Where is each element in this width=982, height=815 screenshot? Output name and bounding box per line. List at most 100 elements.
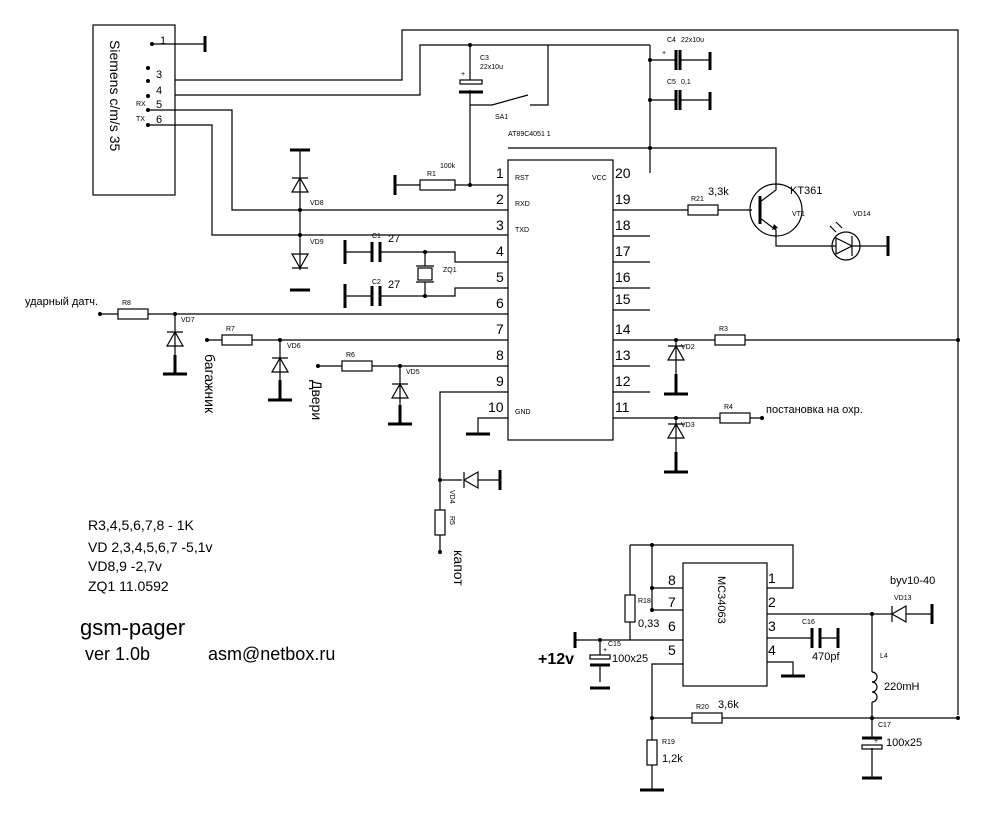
vin-label: +12v — [538, 651, 574, 668]
r20-label: R20 — [696, 704, 709, 711]
r1-value: 100k — [440, 163, 456, 170]
mcu-gnd: GND — [515, 409, 531, 416]
c2-value: 27 — [388, 279, 400, 291]
project-email: asm@netbox.ru — [208, 644, 335, 664]
psu-pin-3: 3 — [768, 618, 776, 634]
mcu-pin-4: 4 — [496, 243, 504, 259]
vd3-label: VD3 — [681, 422, 695, 429]
vd8-label: VD8 — [310, 200, 324, 207]
sa1-label: SA1 — [495, 114, 508, 121]
doors-input: R6 VD5 Двери — [309, 352, 508, 426]
psu-pin-5: 5 — [668, 642, 676, 658]
note-vd89: VD8,9 -2,7v — [88, 558, 162, 574]
psu-pin-1: 1 — [768, 570, 776, 586]
l4-label: L4 — [880, 653, 888, 660]
trunk-input: R7 VD6 багажник — [202, 326, 508, 414]
kt361-label: KT361 — [790, 185, 822, 197]
hood-label: капот — [451, 550, 467, 586]
vd2-label: VD2 — [681, 344, 695, 351]
phone-pin-5: 5 — [156, 99, 162, 111]
note-diodes: VD 2,3,4,5,6,7 -5,1v — [88, 539, 213, 555]
mcu-pin-2: 2 — [496, 191, 504, 207]
r4-label: R4 — [724, 404, 733, 411]
r20-value: 3,6k — [718, 699, 739, 711]
svg-text:+: + — [603, 647, 607, 654]
mcu-pin-18: 18 — [615, 217, 631, 233]
trunk-label: багажник — [202, 354, 218, 414]
r1-label: R1 — [427, 171, 436, 178]
c3-label: C3 — [480, 55, 489, 62]
r1-reset: R1 100k — [393, 163, 508, 195]
shock-label: ударный датч. — [25, 296, 98, 308]
mcu-at89c4051: AT89C4051 1 RST RXD TXD GND VCC 1 2 3 4 … — [488, 131, 650, 441]
c17-value: 100x25 — [886, 737, 922, 749]
c5-label: C5 — [667, 79, 676, 86]
r7-label: R7 — [226, 326, 235, 333]
c4-value: 22x10u — [681, 37, 704, 44]
note-resistors: R3,4,5,6,7,8 - 1K — [88, 517, 195, 533]
c1-label: C1 — [372, 233, 381, 240]
psu-mc34063: MC34063 8 7 6 5 1 2 3 4 R18 0,33 + C15 1… — [538, 543, 960, 792]
psu-chip-label: MC34063 — [715, 576, 727, 624]
mcu-name: AT89C4051 1 — [508, 131, 551, 138]
mcu-pin-19: 19 — [615, 191, 631, 207]
hood-input: VD4 R5 капот — [434, 391, 508, 586]
r19-label: R19 — [662, 739, 675, 746]
diode-label: byv10-40 — [890, 575, 935, 587]
psu-pin-6: 6 — [668, 618, 676, 634]
c16-value: 470pf — [812, 651, 840, 663]
r19-value: 1,2k — [662, 753, 683, 765]
svg-text:+: + — [662, 50, 666, 57]
vd7-label: VD7 — [181, 317, 195, 324]
phone-rx-label: RX — [136, 101, 146, 108]
note-zq1: ZQ1 11.0592 — [88, 578, 169, 594]
c4-label: C4 — [667, 37, 676, 44]
vd14-label: VD14 — [853, 211, 871, 218]
r3-label: R3 — [719, 326, 728, 333]
crystal-circuit: C1 27 C2 27 ZQ1 — [343, 233, 508, 308]
psu-pin-4: 4 — [768, 642, 776, 658]
mcu-pin-11: 11 — [615, 399, 630, 415]
vd6-label: VD6 — [287, 343, 301, 350]
arm-label: постановка на охр. — [766, 404, 863, 416]
shock-input: ударный датч. R8 VD7 — [25, 296, 508, 376]
svg-text:+: + — [461, 71, 465, 78]
mcu-pin-10: 10 — [488, 399, 504, 415]
mcu-pin-9: 9 — [496, 373, 504, 389]
mcu-pin-7: 7 — [496, 321, 504, 337]
r3-output: R3 VD2 — [613, 326, 960, 396]
r18-label: R18 — [638, 598, 651, 605]
mcu-pin-20: 20 — [615, 165, 631, 181]
mcu-pin-15: 15 — [615, 291, 631, 307]
mcu-pin-13: 13 — [615, 347, 631, 363]
phone-tx-label: TX — [136, 116, 145, 123]
r6-label: R6 — [346, 352, 355, 359]
l4-value: 220mH — [884, 681, 920, 693]
transistor-stage: R21 3,3k KT361 VT1 VD14 — [613, 147, 890, 261]
mcu-pin-3: 3 — [496, 217, 504, 233]
c15-value: 100x25 — [612, 653, 648, 665]
mcu-pin-14: 14 — [615, 321, 631, 337]
r8-label: R8 — [122, 300, 131, 307]
project-title: gsm-pager — [80, 615, 185, 640]
vd9-label: VD9 — [310, 239, 324, 246]
phone-label: Siemens c/m/s 35 — [107, 40, 123, 151]
vt1-label: VT1 — [792, 211, 805, 218]
c17-label: C17 — [878, 722, 891, 729]
mcu-rxd: RXD — [515, 201, 530, 208]
phone-pin-4: 4 — [156, 85, 162, 97]
phone-connector: Siemens c/m/s 35 1 3 4 5 6 RX TX — [92, 24, 207, 196]
psu-pin-2: 2 — [768, 594, 776, 610]
vd4-label: VD4 — [448, 490, 455, 504]
r5-label: R5 — [448, 516, 455, 525]
arm-input: R4 постановка на охр. VD3 — [613, 404, 863, 474]
r18-value: 0,33 — [638, 618, 659, 630]
psu-pin-8: 8 — [668, 572, 676, 588]
phone-pin-6: 6 — [156, 114, 162, 126]
project-version: ver 1.0b — [85, 644, 150, 664]
r21-label: R21 — [691, 196, 704, 203]
c1-value: 27 — [388, 233, 400, 245]
c5-value: 0,1 — [681, 79, 691, 86]
r21-value: 3,3k — [708, 186, 729, 198]
c16-label: C16 — [802, 619, 815, 626]
